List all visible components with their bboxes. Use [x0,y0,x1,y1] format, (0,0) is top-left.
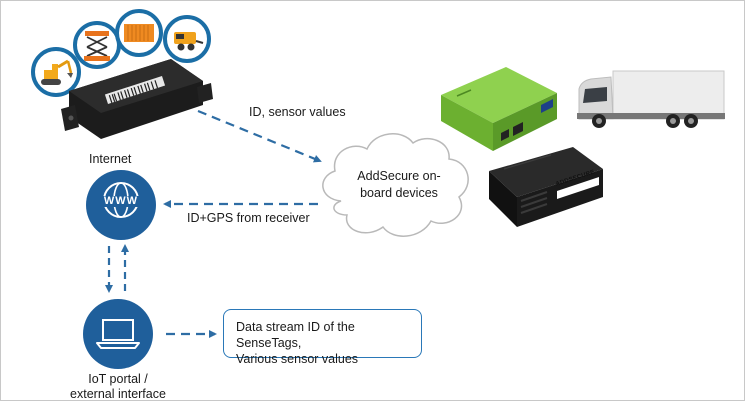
internet-circle: WWW [86,170,156,240]
cloud-label-line1: AddSecure on- [357,169,441,183]
data-stream-line1: Data stream ID of the SenseTags, [236,320,355,350]
scissor-lift-icon [84,31,110,61]
sensor-values-label: ID, sensor values [249,105,346,119]
portal-label-line1: IoT portal / [88,372,148,386]
compressor-icon [174,32,204,51]
portal-label-line2: external interface [70,387,166,401]
excavator-icon [41,59,73,85]
globe-icon [100,182,142,218]
sensor-to-cloud-arrow [197,109,322,163]
container-ring [115,9,163,57]
cloud-label-line2: board devices [360,186,438,200]
portal-circle [83,299,153,369]
internet-label: Internet [89,152,132,166]
data-stream-line2: Various sensor values [236,352,359,366]
container-icon [124,24,154,42]
cloud-shape [322,133,469,237]
gps-link-label: ID+GPS from receiver [187,211,310,225]
data-stream-box: Data stream ID of the SenseTags, Various… [223,309,422,366]
excavator-ring [31,47,81,97]
www-text: WWW [103,195,139,207]
laptop-icon [96,319,140,349]
compressor-ring [163,15,211,63]
